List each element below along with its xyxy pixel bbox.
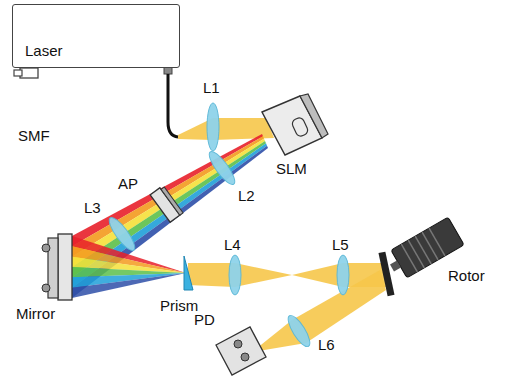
laser-knob: [14, 70, 22, 76]
rotor-motor: [378, 217, 464, 296]
aperture: [150, 185, 183, 222]
lens: [105, 214, 138, 253]
laser-beam: [213, 118, 274, 140]
part-label: SMF: [18, 128, 50, 145]
part-label: L1: [203, 80, 220, 97]
lens: [207, 103, 219, 151]
device-label: Laser: [25, 42, 63, 59]
prism: [184, 256, 193, 290]
photodiode: [216, 327, 266, 375]
lens: [284, 313, 313, 350]
part-label: L4: [224, 237, 241, 254]
single-mode-fiber: [168, 74, 178, 137]
laser-beam: [188, 263, 235, 287]
part-label: L3: [84, 200, 101, 217]
part-label: AP: [118, 176, 138, 193]
part-label: L6: [318, 337, 335, 354]
slm-device: [262, 94, 328, 155]
part-label: Rotor: [448, 268, 485, 285]
part-label: L5: [332, 237, 349, 254]
part-label: Prism: [160, 298, 198, 315]
lens: [229, 255, 241, 295]
lens: [337, 255, 349, 295]
part-label: PD: [194, 312, 215, 329]
mirror-mount: [42, 234, 72, 300]
part-label: Mirror: [16, 306, 55, 323]
laser-beam: [235, 263, 292, 287]
dispersed-beam: [72, 134, 268, 298]
part-label: L2: [238, 188, 255, 205]
laser-foot: [20, 68, 38, 78]
part-label: SLM: [276, 161, 307, 178]
laser-beam: [292, 263, 343, 287]
lens: [205, 148, 238, 187]
laser-box: Laser: [12, 4, 180, 68]
